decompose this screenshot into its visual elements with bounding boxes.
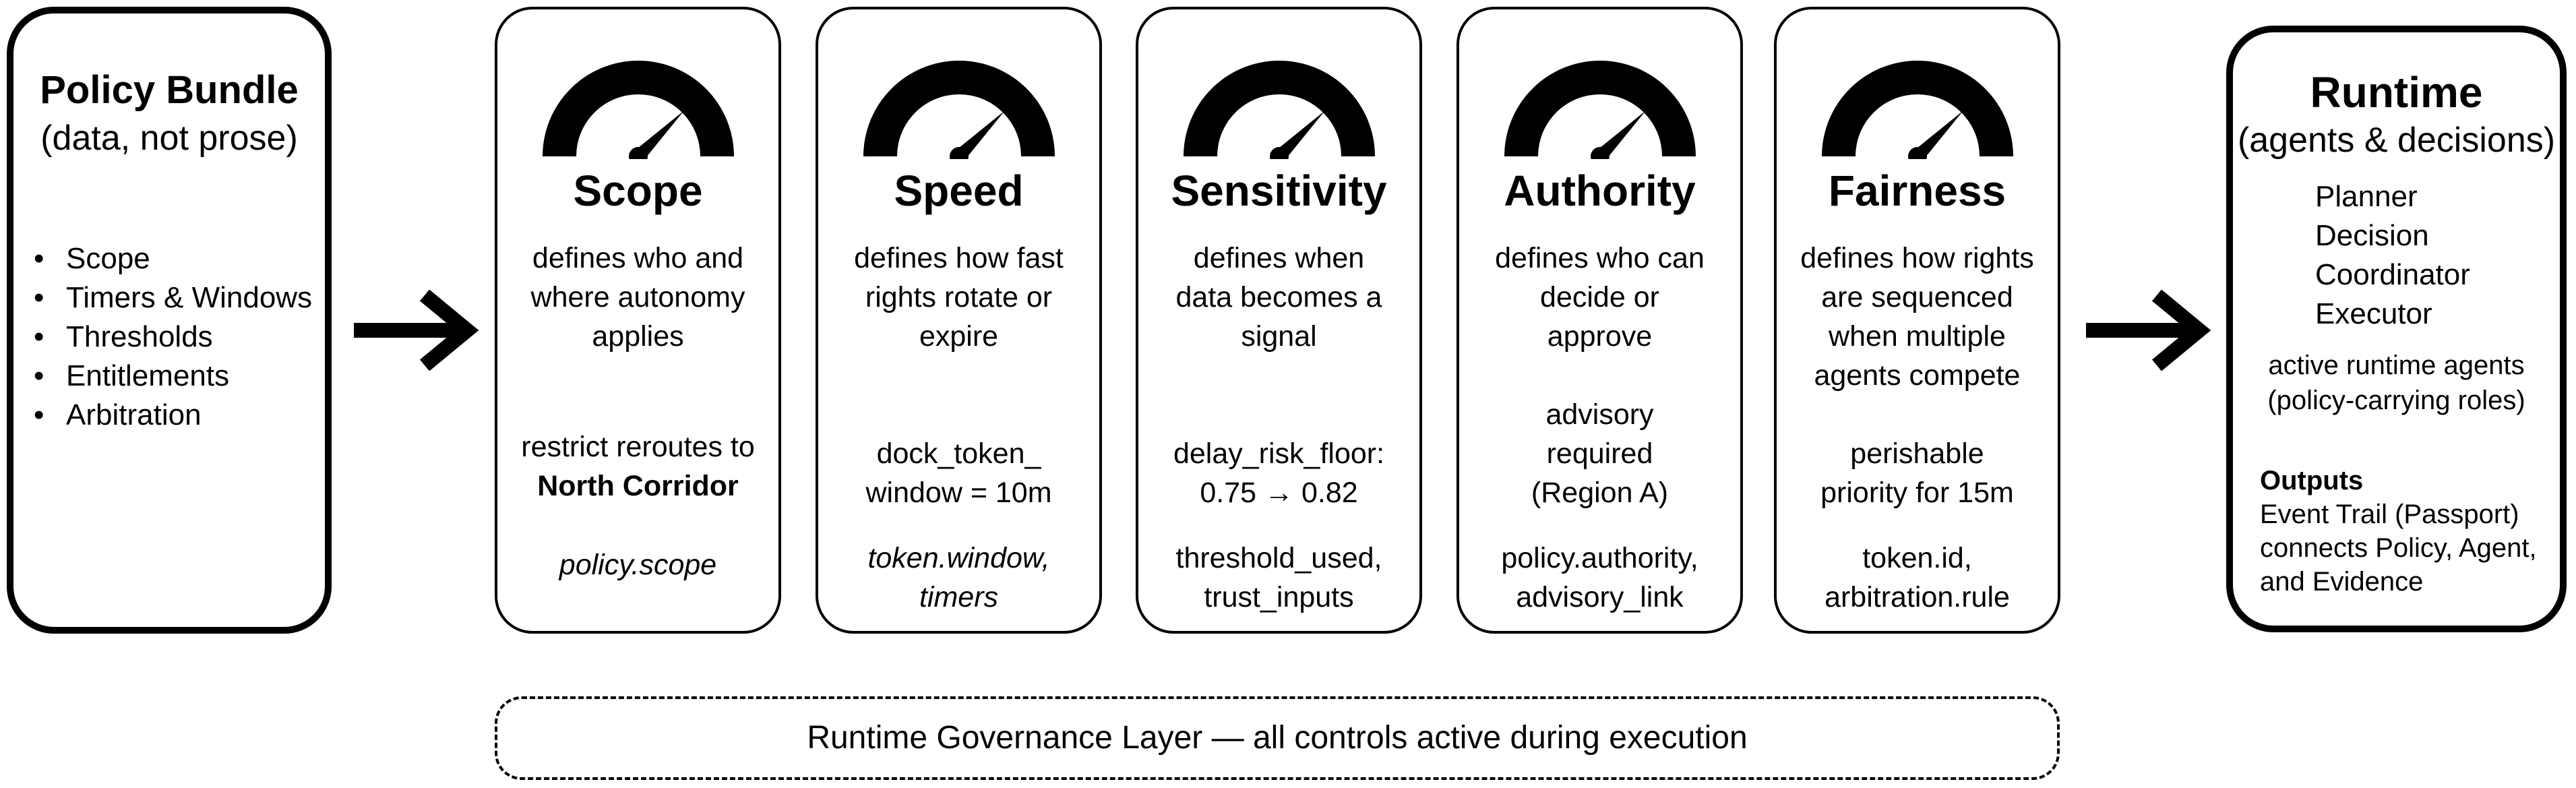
control-name: Fairness bbox=[1828, 166, 2006, 215]
control-description: defines who and where autonomy applies bbox=[530, 242, 745, 353]
control-example: delay_risk_floor: 0.75 → 0.82 bbox=[1173, 437, 1385, 509]
gauge-needle bbox=[954, 111, 1005, 159]
control-description: defines how fast rights rotate or expire bbox=[854, 242, 1064, 353]
gauge-icon bbox=[1822, 61, 2013, 159]
control-example: restrict reroutes to North Corridor bbox=[508, 427, 768, 506]
flow-arrow-icon bbox=[2086, 290, 2211, 371]
gauge-needle bbox=[1595, 111, 1646, 159]
gauge-icon bbox=[543, 61, 734, 159]
policy-item-timers: Timers & Windows bbox=[34, 278, 312, 317]
policy-item-scope: Scope bbox=[34, 239, 312, 278]
control-card-sensitivity: Sensitivity defines when data becomes a … bbox=[1136, 7, 1422, 634]
agent-coordinator: Coordinator bbox=[2315, 258, 2470, 291]
policy-bundle-list: Scope Timers & Windows Thresholds Entitl… bbox=[34, 239, 312, 435]
gauge-hub bbox=[1270, 147, 1289, 159]
control-field: policy.authority, advisory_link bbox=[1501, 542, 1698, 613]
control-example: perishable priority for 15m bbox=[1820, 437, 2014, 509]
gauge-arc bbox=[1504, 61, 1696, 156]
gauge-icon bbox=[1504, 61, 1696, 159]
policy-item-entitlements: Entitlements bbox=[34, 357, 312, 396]
control-description: defines who can decide or approve bbox=[1495, 242, 1705, 353]
control-example: dock_token_ window = 10m bbox=[865, 437, 1052, 509]
control-card-fairness: Fairness defines how rights are sequence… bbox=[1774, 7, 2060, 634]
gauge-arc bbox=[543, 61, 734, 156]
gauge-needle bbox=[1274, 111, 1325, 159]
agent-decision: Decision bbox=[2315, 219, 2429, 252]
control-example: advisory required (Region A) bbox=[1531, 398, 1669, 509]
gauge-hub bbox=[1591, 147, 1609, 159]
agent-executor: Executor bbox=[2315, 297, 2432, 330]
control-field: token.id, arbitration.rule bbox=[1824, 542, 2010, 613]
outputs-title: Outputs bbox=[2260, 466, 2364, 495]
control-description: defines how rights are sequenced when mu… bbox=[1800, 242, 2034, 392]
gauge-hub bbox=[1908, 147, 1927, 159]
control-field: policy.scope bbox=[559, 549, 717, 581]
outputs-text: Event Trail (Passport) connects Policy, … bbox=[2260, 499, 2537, 597]
runtime-subtitle: (agents & decisions) bbox=[2237, 121, 2556, 160]
runtime-title: Runtime bbox=[2310, 68, 2483, 117]
control-example-highlight: North Corridor bbox=[537, 470, 739, 502]
control-field: token.window, timers bbox=[867, 542, 1050, 613]
policy-bundle-box: Policy Bundle (data, not prose) Scope Ti… bbox=[7, 7, 332, 634]
flow-arrow-icon bbox=[354, 290, 479, 371]
control-name: Sensitivity bbox=[1171, 166, 1387, 215]
gauge-hub bbox=[950, 147, 969, 159]
control-field: threshold_used, trust_inputs bbox=[1175, 542, 1382, 613]
control-card-authority: Authority defines who can decide or appr… bbox=[1456, 7, 1743, 634]
policy-bundle-subtitle: (data, not prose) bbox=[40, 119, 298, 158]
control-card-scope: Scope defines who and where autonomy app… bbox=[495, 7, 781, 634]
gauge-needle bbox=[1912, 111, 1963, 159]
control-name: Speed bbox=[894, 166, 1024, 215]
control-example-text: restrict reroutes to bbox=[521, 431, 755, 463]
runtime-agent-list: Planner Decision Coordinator Executor bbox=[2315, 177, 2470, 334]
policy-bundle-title: Policy Bundle bbox=[40, 68, 299, 112]
gauge-arc bbox=[863, 61, 1055, 156]
control-description: defines when data becomes a signal bbox=[1175, 242, 1382, 353]
control-name: Scope bbox=[573, 166, 703, 215]
control-name: Authority bbox=[1504, 166, 1696, 215]
gauge-icon bbox=[1184, 61, 1375, 159]
governance-layer-banner: Runtime Governance Layer — all controls … bbox=[495, 696, 2060, 780]
gauge-hub bbox=[629, 147, 648, 159]
runtime-active-note: active runtime agents (policy-carrying r… bbox=[2267, 351, 2525, 415]
policy-item-arbitration: Arbitration bbox=[34, 396, 312, 435]
gauge-arc bbox=[1184, 61, 1375, 156]
gauge-icon bbox=[863, 61, 1055, 159]
runtime-outputs: Outputs Event Trail (Passport) connects … bbox=[2260, 464, 2556, 599]
control-card-speed: Speed defines how fast rights rotate or … bbox=[816, 7, 1102, 634]
gauge-arc bbox=[1822, 61, 2013, 156]
policy-item-thresholds: Thresholds bbox=[34, 317, 312, 357]
agent-planner: Planner bbox=[2315, 180, 2418, 213]
runtime-box: Runtime (agents & decisions) Planner Dec… bbox=[2226, 26, 2567, 632]
gauge-needle bbox=[633, 111, 684, 159]
